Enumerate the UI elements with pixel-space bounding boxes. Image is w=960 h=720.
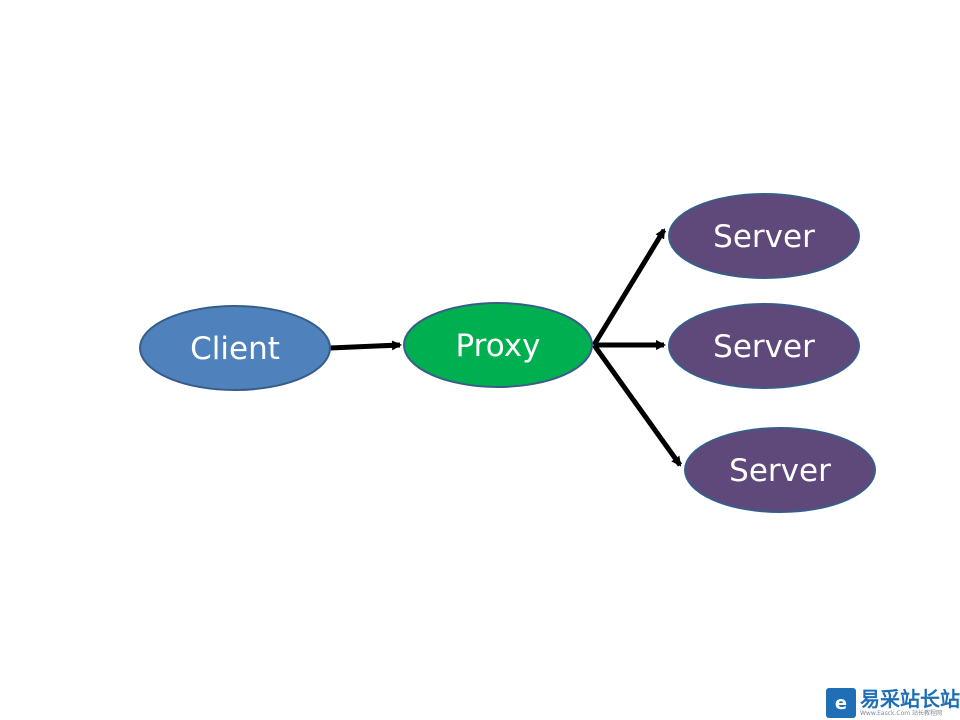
- edge-proxy-server3: [591, 343, 683, 467]
- node-server-1: Server: [668, 193, 860, 279]
- node-server-3: Server: [684, 427, 876, 513]
- edge-proxy-server1: [591, 228, 667, 347]
- e-logo-icon: e: [826, 688, 856, 718]
- node-client: Client: [139, 305, 331, 391]
- watermark-title: 易采站长站: [860, 687, 960, 711]
- node-server-1-shape: [668, 193, 860, 279]
- node-server-3-shape: [684, 427, 876, 513]
- node-server-3-label: Server: [729, 453, 831, 489]
- node-server-2-shape: [668, 303, 860, 389]
- node-server-1-label: Server: [713, 219, 815, 255]
- node-proxy-label: Proxy: [456, 328, 541, 364]
- node-proxy: Proxy: [403, 302, 593, 388]
- watermark-text: 易采站长站 Www.Easck.Com 站长教程网: [860, 689, 960, 717]
- node-server-2: Server: [668, 303, 860, 389]
- watermark-subtitle: Www.Easck.Com 站长教程网: [860, 710, 942, 717]
- watermark: e 易采站长站 Www.Easck.Com 站长教程网: [826, 686, 960, 720]
- edge-client-proxy: [329, 340, 402, 351]
- node-server-2-label: Server: [713, 329, 815, 365]
- node-client-shape: [139, 305, 331, 391]
- node-proxy-shape: [403, 302, 593, 388]
- node-client-label: Client: [190, 331, 280, 367]
